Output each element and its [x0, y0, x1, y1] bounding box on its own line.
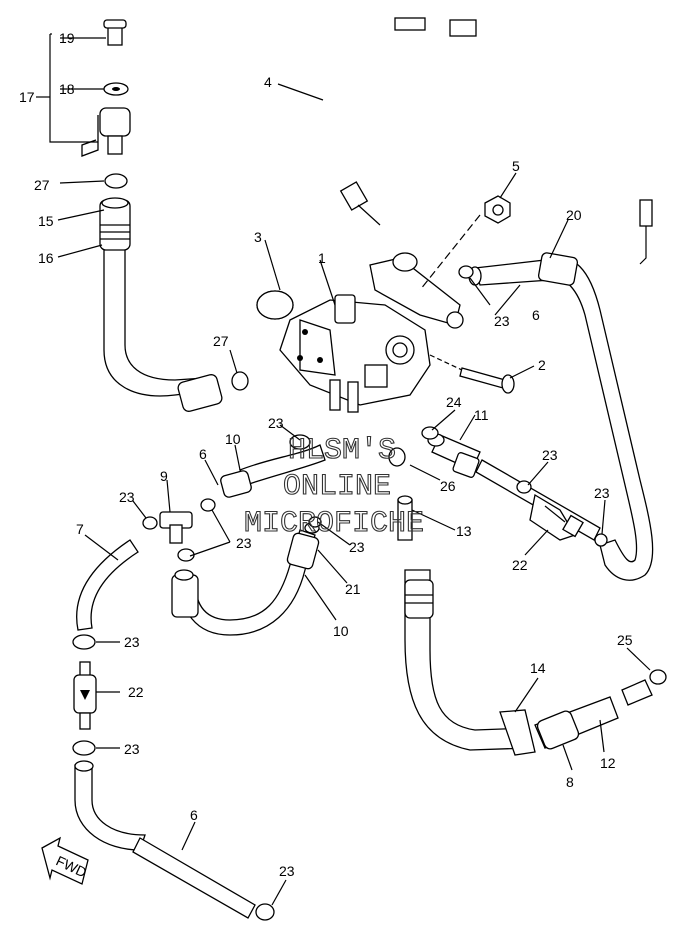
callout-numbers: 1 2 3 4 5 6 6 6 7 8 9 10 10 11 12 13 14 … — [19, 30, 633, 879]
callout-27b: 27 — [213, 333, 229, 349]
fuel-filter-right — [529, 493, 584, 541]
watermark-line-3: MICROFICHE — [244, 507, 424, 541]
throttle-cable — [324, 17, 653, 265]
watermark-line-2: ONLINE — [283, 470, 391, 504]
clip-24 — [421, 426, 439, 440]
callout-20: 20 — [566, 207, 582, 223]
callout-7: 7 — [76, 521, 84, 537]
callout-27a: 27 — [34, 177, 50, 193]
callout-19: 19 — [59, 30, 75, 46]
callout-9: 9 — [160, 468, 168, 484]
callout-1: 1 — [318, 250, 326, 266]
callout-24: 24 — [446, 394, 462, 410]
callout-23e: 23 — [119, 489, 135, 505]
leader-lines — [36, 33, 651, 906]
callout-8: 8 — [566, 774, 574, 790]
callout-23h: 23 — [124, 634, 140, 650]
callout-3: 3 — [254, 229, 262, 245]
callout-10b: 10 — [333, 623, 349, 639]
screw-2 — [429, 354, 515, 394]
callout-4: 4 — [264, 74, 272, 90]
callout-14: 14 — [530, 660, 546, 676]
callout-12: 12 — [600, 755, 616, 771]
callout-23g: 23 — [349, 539, 365, 555]
callout-5: 5 — [512, 158, 520, 174]
callout-6b: 6 — [199, 446, 207, 462]
callout-21: 21 — [345, 581, 361, 597]
nut-5 — [392, 195, 511, 291]
hose-6-bottom — [74, 760, 275, 921]
callout-23d: 23 — [594, 485, 610, 501]
callout-11: 11 — [474, 407, 489, 423]
callout-17: 17 — [19, 89, 35, 105]
watermark: HLSM'S ONLINE MICROFICHE — [243, 433, 424, 541]
callout-6a: 6 — [532, 307, 540, 323]
callout-26: 26 — [440, 478, 456, 494]
hose-7 — [76, 539, 139, 631]
callout-10a: 10 — [225, 431, 241, 447]
watermark-line-1: HLSM'S — [288, 434, 396, 468]
callout-23i: 23 — [124, 741, 140, 757]
callout-16: 16 — [38, 250, 54, 266]
callout-15: 15 — [38, 213, 54, 229]
callout-22a: 22 — [512, 557, 528, 573]
callout-23f: 23 — [236, 535, 252, 551]
tee-fitting-9 — [142, 498, 216, 562]
clamps-misc — [308, 265, 608, 547]
callout-6c: 6 — [190, 807, 198, 823]
callout-23c: 23 — [542, 447, 558, 463]
callout-2: 2 — [538, 357, 546, 373]
hose-center-down — [397, 495, 667, 756]
hose-left-vertical — [99, 197, 249, 412]
callout-13: 13 — [456, 523, 472, 539]
vent-bracket-assembly — [81, 19, 131, 189]
callout-22b: 22 — [128, 684, 144, 700]
fuel-filter-left — [72, 634, 97, 756]
callout-25: 25 — [617, 632, 633, 648]
callout-18: 18 — [59, 81, 75, 97]
fwd-arrow-icon: FWD — [41, 836, 89, 885]
callout-23b: 23 — [268, 415, 284, 431]
callout-23a: 23 — [494, 313, 510, 329]
o-ring-3 — [256, 290, 294, 320]
carburetor — [256, 257, 464, 413]
callout-23j: 23 — [279, 863, 295, 879]
